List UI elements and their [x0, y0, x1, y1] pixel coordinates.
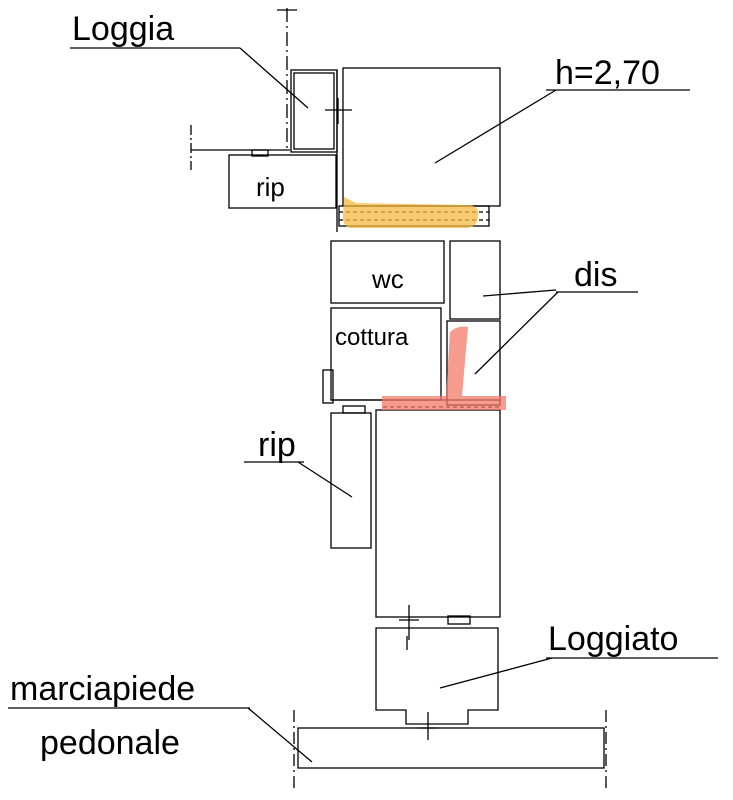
wc-room	[330, 240, 445, 304]
loggia-area	[190, 8, 352, 232]
loggiato-area	[375, 627, 553, 740]
orange-highlight	[342, 197, 479, 228]
label-rip-left: rip	[258, 426, 296, 464]
label-height: h=2,70	[555, 54, 660, 92]
label-sidewalk-line2: pedonale	[40, 724, 180, 762]
label-sidewalk-line1: marciapiede	[10, 670, 196, 708]
upper-room	[338, 67, 557, 227]
label-cottura: cottura	[335, 324, 409, 351]
lower-room	[375, 409, 501, 640]
label-rip-top: rip	[256, 172, 285, 202]
cottura-room	[322, 307, 500, 408]
rip-left-room	[297, 405, 372, 549]
sidewalk	[247, 707, 607, 790]
label-dis: dis	[574, 256, 618, 294]
label-loggia: Loggia	[72, 10, 175, 48]
label-leader-lines	[8, 47, 718, 709]
label-loggiato: Loggiato	[548, 620, 679, 658]
dis-corridor	[446, 240, 559, 406]
red-highlight	[382, 326, 506, 410]
label-wc: wc	[372, 264, 404, 294]
rip-top-room	[228, 149, 337, 209]
